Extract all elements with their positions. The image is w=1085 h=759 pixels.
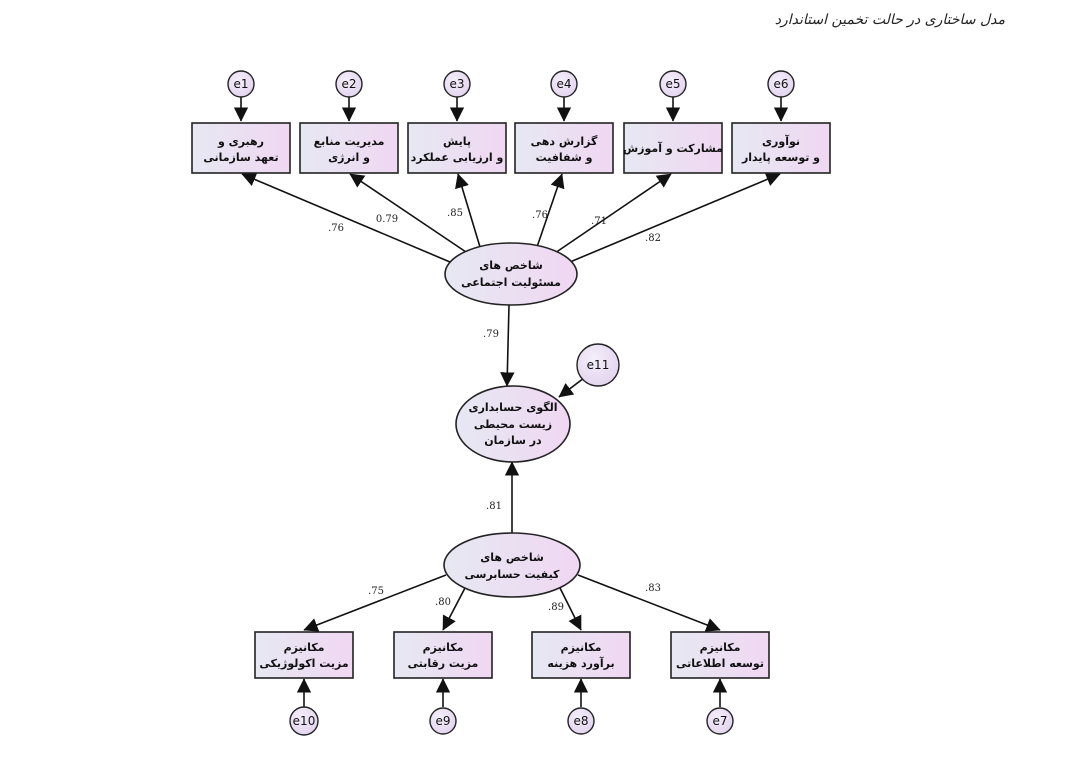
error-label: e2 [341, 77, 356, 91]
error-node: e4 [550, 70, 578, 98]
indicator-line2: مزیت رقابتی [408, 657, 479, 670]
loading-arrow-5 [554, 173, 672, 254]
indicator-line2: و توسعه پایدار [741, 151, 820, 164]
indicator-line1: مدیریت منابع [314, 135, 385, 148]
indicator-line1: مکانیزم [700, 641, 741, 654]
indicator-line2: و انرژی [328, 151, 370, 164]
loading-arrow-3 [455, 173, 481, 248]
error-node: e3 [443, 70, 471, 98]
path-coefficient: .81 [486, 501, 502, 512]
indicator-line2: برآورد هزینه [547, 656, 614, 670]
latent-label-line1: شاخص های [480, 551, 544, 564]
latent-label-line2: زیست محیطی [474, 418, 552, 431]
latent-label-line1: شاخص های [479, 259, 543, 272]
loading-coefficient: 0.79 [376, 214, 398, 225]
latent-label-line2: مسئولیت اجتماعی [461, 276, 561, 289]
loading-coefficient: .89 [548, 602, 564, 613]
indicator-box: گزارش دهی و شفافیت [514, 122, 614, 174]
error-label: e1 [233, 77, 248, 91]
loading-coefficient: .80 [435, 597, 451, 608]
indicator-line2: مزیت اکولوژیکی [259, 657, 348, 670]
latent-environmental-accounting-model: الگوی حسابداری زیست محیطی در سازمان [455, 385, 571, 463]
top-loading-arrows [241, 172, 781, 263]
error-node: e7 [706, 707, 734, 735]
latent-label-line2: کیفیت حسابرسی [465, 568, 561, 581]
path-coefficient: .79 [483, 329, 499, 340]
loading-arrow-b1 [303, 574, 447, 632]
indicator-line1: مکانیزم [284, 641, 325, 654]
loading-coefficient: .85 [447, 208, 463, 219]
indicator-line1: پایش [443, 135, 471, 148]
bottom-loading-arrows [303, 574, 721, 632]
error-node: e5 [659, 70, 687, 98]
error-node: e1 [227, 70, 255, 98]
loading-arrow-2 [349, 173, 467, 253]
loading-arrow-4 [536, 173, 565, 248]
loading-coefficient: .83 [645, 583, 661, 594]
indicator-box: پایش و ارزیابی عملکرد [407, 122, 507, 174]
error-label: e4 [556, 77, 571, 91]
loading-arrow-6 [569, 172, 781, 263]
error-label: e10 [293, 714, 316, 728]
indicator-box: مدیریت منابع و انرژی [299, 122, 399, 174]
bottom-error-arrows [296, 678, 728, 707]
indicator-line1: مشارکت و آموزش [623, 141, 723, 155]
latent-label-line3: در سازمان [484, 434, 542, 447]
latent-audit-quality: شاخص های کیفیت حسابرسی [443, 532, 581, 598]
error-label: e11 [587, 358, 610, 372]
loading-coefficient: .75 [368, 586, 384, 597]
indicator-line1: مکانیزم [561, 641, 602, 654]
loading-coefficient: .76 [328, 223, 344, 234]
loading-arrow-1 [241, 172, 451, 263]
error-node: e10 [289, 706, 319, 736]
latent-label-line1: الگوی حسابداری [468, 401, 557, 414]
loading-arrow-b3 [559, 587, 582, 631]
error-label: e6 [773, 77, 788, 91]
indicator-line2: و ارزیابی عملکرد [411, 151, 504, 164]
loading-coefficient: .76 [532, 210, 548, 221]
indicator-box: مکانیزم مزیت اکولوژیکی [254, 631, 354, 679]
error-label: e3 [449, 77, 464, 91]
error-label: e5 [665, 77, 680, 91]
indicator-line1: گزارش دهی [531, 135, 598, 148]
indicator-box: مکانیزم برآورد هزینه [531, 631, 631, 679]
error-node: e11 [576, 343, 620, 387]
indicator-box: مکانیزم مزیت رقابتی [393, 631, 493, 679]
indicator-box: مشارکت و آموزش [623, 122, 723, 174]
indicator-line2: و شفافیت [536, 151, 593, 164]
error-label: e7 [712, 714, 727, 728]
error-label: e8 [573, 714, 588, 728]
indicator-line1: مکانیزم [423, 641, 464, 654]
loading-coefficient: .71 [591, 216, 607, 227]
error-node: e8 [567, 707, 595, 735]
latent-social-responsibility: شاخص های مسئولیت اجتماعی [444, 242, 578, 306]
indicator-box: رهبری و تعهد سازمانی [191, 122, 291, 174]
error-label: e9 [435, 714, 450, 728]
top-error-arrows [233, 97, 789, 122]
error-node: e2 [335, 70, 363, 98]
indicator-box: نوآوری و توسعه پایدار [731, 122, 831, 174]
loading-arrow-b2 [442, 587, 466, 631]
diagram-caption: مدل ساختاری در حالت تخمین استاندارد [774, 12, 1005, 28]
indicator-box: مکانیزم توسعه اطلاعاتی [670, 631, 770, 679]
arrow-e11 [558, 377, 585, 398]
indicator-line1: رهبری و [217, 135, 264, 148]
path-social-to-model [500, 304, 515, 387]
indicator-line2: توسعه اطلاعاتی [676, 657, 764, 670]
loading-arrow-b4 [577, 574, 721, 632]
loading-coefficient: .82 [645, 233, 661, 244]
indicator-line2: تعهد سازمانی [203, 151, 278, 164]
error-node: e6 [767, 70, 795, 98]
indicator-line1: نوآوری [762, 134, 800, 148]
error-node: e9 [429, 707, 457, 735]
